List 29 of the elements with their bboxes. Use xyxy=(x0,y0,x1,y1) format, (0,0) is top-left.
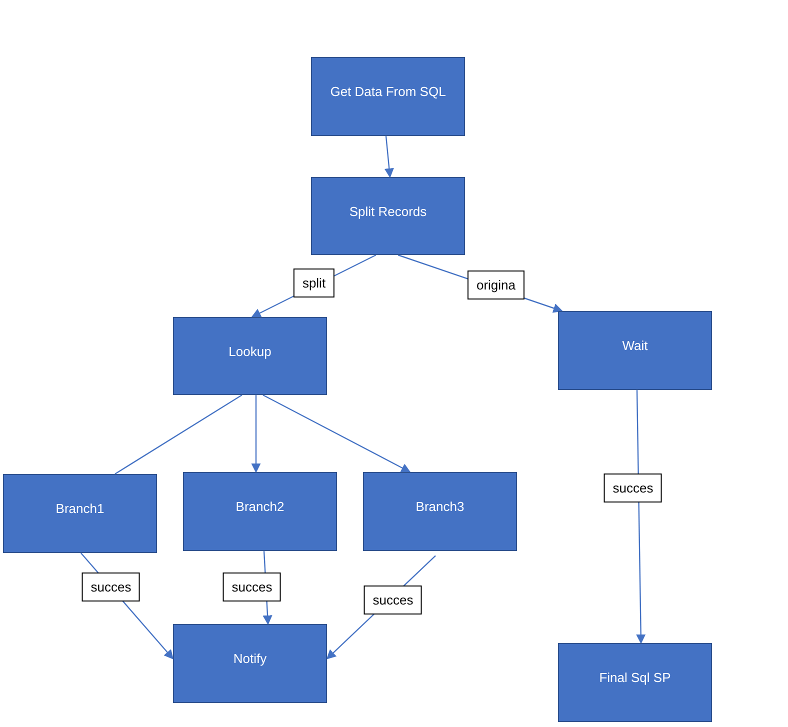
edge-label: succes xyxy=(222,572,282,602)
edge-label: origina xyxy=(467,270,525,300)
process-box xyxy=(311,57,465,136)
node-label: Lookup xyxy=(228,344,272,359)
edge-label: succes xyxy=(82,572,140,602)
node-label: Branch1 xyxy=(56,501,104,516)
node-label: Branch2 xyxy=(236,499,284,514)
edge-label: split xyxy=(293,268,335,298)
node-label: Get Data From SQL xyxy=(330,84,446,99)
node-label: Branch3 xyxy=(416,499,464,514)
process-box xyxy=(173,624,327,703)
node-label: Split Records xyxy=(349,204,427,219)
connector-line xyxy=(114,394,242,474)
node-label: Notify xyxy=(233,651,267,666)
arrow xyxy=(251,395,261,473)
node-label: Wait xyxy=(622,338,648,353)
arrow xyxy=(636,390,646,644)
edge-label: succes xyxy=(364,586,422,614)
arrow xyxy=(384,136,394,178)
process-box xyxy=(173,317,327,395)
process-box xyxy=(363,472,517,551)
edge-label: succes xyxy=(604,474,662,502)
process-box xyxy=(311,177,465,255)
process-box xyxy=(558,311,712,390)
process-box xyxy=(183,472,337,551)
node-label: Final Sql SP xyxy=(599,670,671,685)
process-box xyxy=(3,474,157,553)
process-box xyxy=(558,643,712,722)
arrow xyxy=(262,394,411,473)
